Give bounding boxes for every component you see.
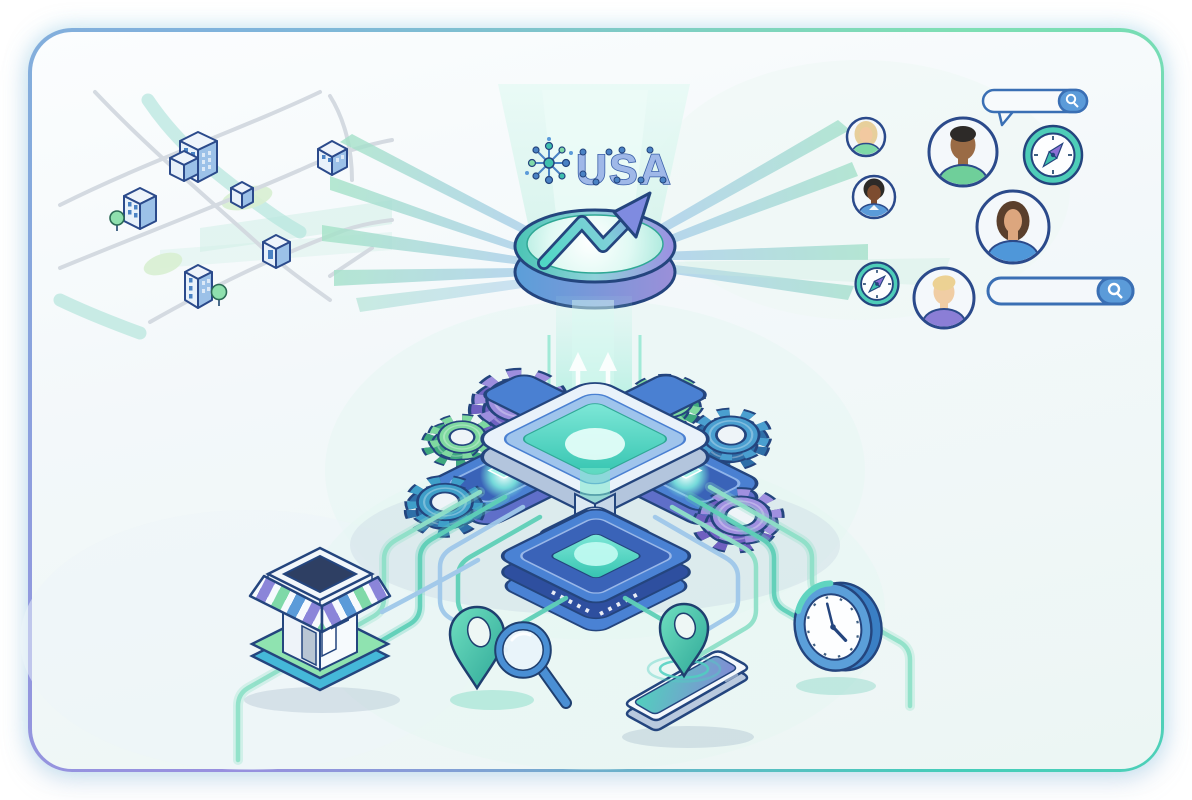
compass-icon (854, 261, 900, 307)
map-building (317, 140, 348, 176)
map-building (184, 264, 213, 309)
molecule-icon (525, 137, 573, 185)
storefront-icon (244, 546, 400, 713)
usa-label-nodes (579, 146, 667, 186)
compass-icon (1022, 124, 1084, 186)
search-icon (1065, 93, 1079, 108)
location-pin-icon (658, 602, 710, 679)
circuit-trace (687, 494, 801, 621)
clock-icon (793, 580, 883, 695)
circuit-trace (379, 557, 481, 615)
center-platform (480, 382, 710, 514)
location-search-icon (448, 605, 572, 710)
search-button (1057, 88, 1089, 114)
map-tree (210, 283, 228, 306)
avatar (912, 266, 976, 330)
map-buildings (123, 131, 348, 309)
map-building (123, 187, 157, 230)
avatar (927, 116, 999, 188)
circuit-trace (349, 494, 508, 661)
search-button (1096, 276, 1135, 306)
magnifier-icon (494, 621, 572, 709)
map-river (53, 93, 307, 340)
circuit-trace (652, 514, 741, 637)
trend-arrow-icon (537, 191, 652, 270)
city-map (53, 90, 394, 340)
circuit-trace (235, 489, 483, 763)
search-bubble (981, 88, 1089, 127)
avatar (845, 116, 887, 158)
map-building (169, 131, 218, 183)
mobile-location-icon (622, 602, 754, 748)
search-icon (1107, 282, 1123, 299)
usa-label: USA (576, 146, 673, 194)
avatar (975, 189, 1051, 265)
light-rays-left (322, 134, 536, 312)
circuit-trace (669, 504, 759, 665)
map-building (262, 234, 291, 269)
map-building (230, 181, 254, 209)
search-bar (986, 276, 1135, 306)
smartphone-screen (634, 655, 737, 715)
map-tree (109, 210, 125, 231)
storefront-awning (320, 575, 392, 634)
avatar (851, 174, 897, 220)
